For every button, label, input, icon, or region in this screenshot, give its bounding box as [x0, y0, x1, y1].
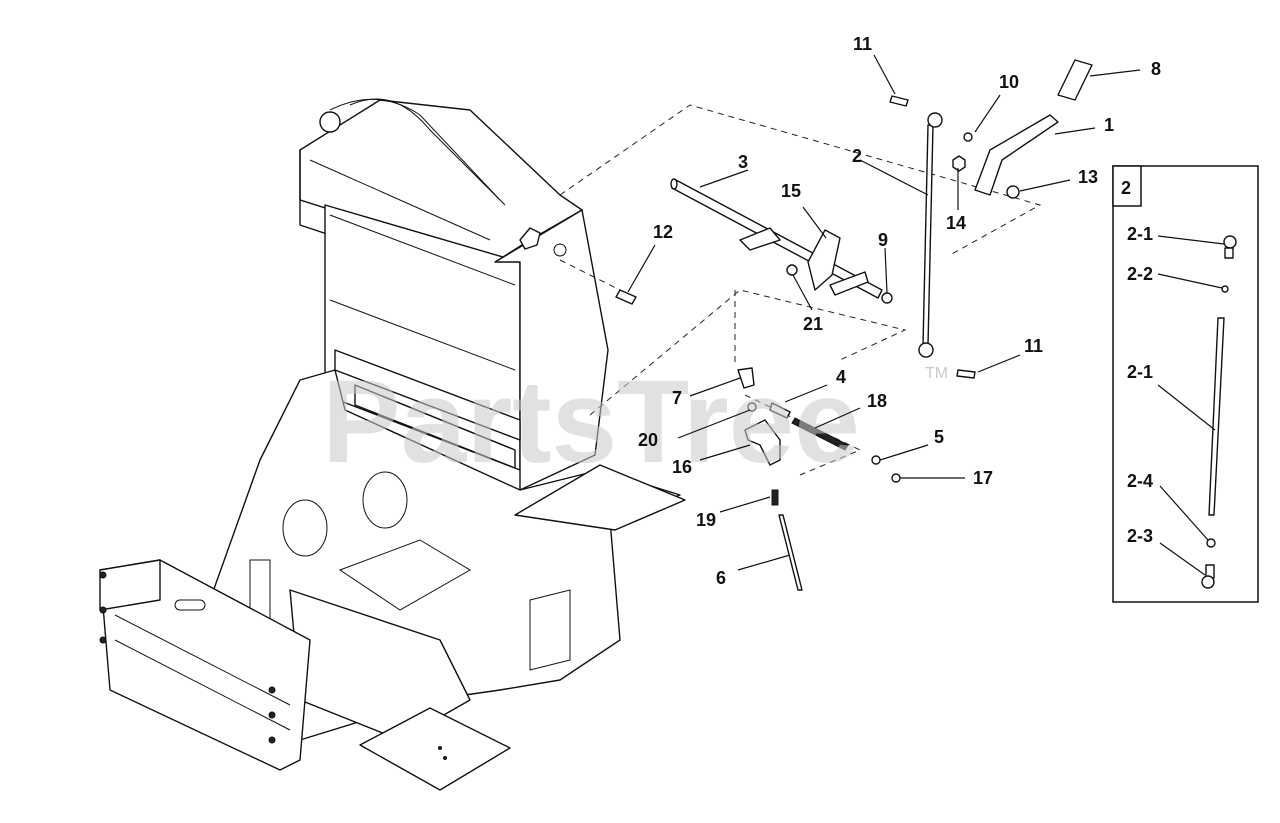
callout-3: 3: [738, 152, 748, 172]
inset-callout-2-1-rod: 2-1: [1127, 362, 1153, 382]
callout-1: 1: [1104, 115, 1114, 135]
callout-11-top: 11: [853, 34, 872, 54]
inset-callout-2-2: 2-2: [1127, 264, 1153, 284]
callout-16: 16: [672, 457, 692, 477]
inset-title: 2: [1121, 178, 1131, 198]
callout-7: 7: [672, 388, 682, 408]
assembly-guide-lines: [559, 104, 1042, 476]
callout-19: 19: [696, 510, 716, 530]
callout-13: 13: [1078, 167, 1098, 187]
callout-5: 5: [934, 427, 944, 447]
callout-12: 12: [653, 222, 673, 242]
callout-17: 17: [973, 468, 993, 488]
callout-labels: 1 2 3 4 5 6 7 8 9 10 11 11 12 13 14 15 1…: [638, 34, 1161, 588]
callout-9: 9: [878, 230, 888, 250]
callout-18: 18: [867, 391, 887, 411]
lever-parts: [615, 59, 1093, 591]
callout-21: 21: [803, 314, 823, 334]
callout-15: 15: [781, 181, 801, 201]
callout-4: 4: [836, 367, 846, 387]
callout-20: 20: [638, 430, 658, 450]
callout-2: 2: [852, 146, 862, 166]
callout-8: 8: [1151, 59, 1161, 79]
callout-11-bottom: 11: [1024, 336, 1043, 356]
inset-callout-2-4: 2-4: [1127, 471, 1153, 491]
watermark-text: PartsTree: [322, 356, 860, 488]
callout-6: 6: [716, 568, 726, 588]
watermark-tm: TM: [925, 365, 948, 382]
callout-10: 10: [999, 72, 1019, 92]
inset-callout-2-1-top: 2-1: [1127, 224, 1153, 244]
callout-14: 14: [946, 213, 966, 233]
inset-detail: 2: [1112, 165, 1259, 603]
watermark: PartsTree TM: [322, 356, 948, 488]
inset-callout-2-3: 2-3: [1127, 526, 1153, 546]
frame-assembly: [99, 98, 686, 791]
leader-lines: [627, 54, 1141, 571]
inset-title-box: [1112, 165, 1142, 207]
